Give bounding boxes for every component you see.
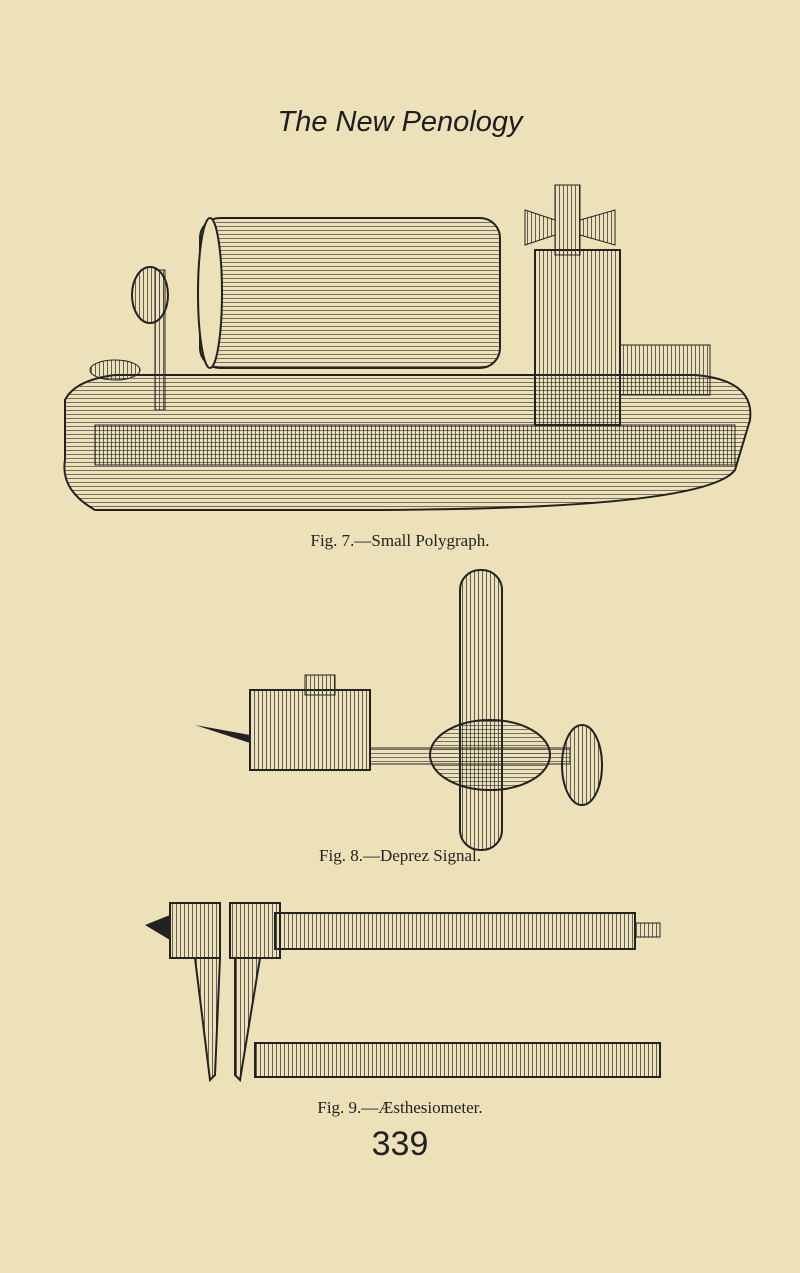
polygraph-illustration: [63, 184, 752, 511]
running-header: The New Penology: [277, 106, 523, 138]
figure-9-caption: Fig. 9.—Æsthesiometer.: [317, 1098, 483, 1117]
deprez-signal-illustration: [195, 569, 603, 851]
page-number: 339: [371, 1125, 429, 1163]
figure-8-caption: Fig. 8.—Deprez Signal.: [319, 846, 481, 865]
aesthesiometer-illustration: [145, 902, 661, 1083]
figure-7-caption: Fig. 7.—Small Polygraph.: [310, 531, 490, 550]
